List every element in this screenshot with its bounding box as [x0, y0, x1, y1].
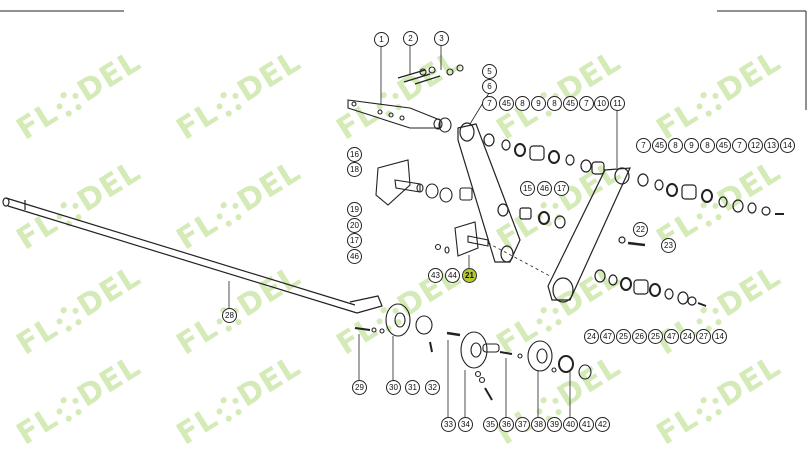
part-callout-3[interactable]: 3 — [434, 31, 449, 46]
part-callout-36[interactable]: 36 — [499, 417, 514, 432]
part-callout-21[interactable]: 21 — [462, 268, 477, 283]
part-callout-33[interactable]: 33 — [441, 417, 456, 432]
part-callout-8[interactable]: 8 — [515, 96, 530, 111]
bearing-row-lower — [594, 269, 707, 307]
part-callout-47[interactable]: 47 — [664, 329, 679, 344]
part-callout-41[interactable]: 41 — [579, 417, 594, 432]
part-callout-8[interactable]: 8 — [547, 96, 562, 111]
part-callout-20[interactable]: 20 — [347, 218, 362, 233]
part-callout-7[interactable]: 7 — [579, 96, 594, 111]
part-callout-27[interactable]: 27 — [696, 329, 711, 344]
part-callout-11[interactable]: 11 — [610, 96, 625, 111]
part-callout-26[interactable]: 26 — [632, 329, 647, 344]
part-callout-40[interactable]: 40 — [563, 417, 578, 432]
part-callout-18[interactable]: 18 — [347, 162, 362, 177]
part-callout-29[interactable]: 29 — [352, 380, 367, 395]
bracket-1 — [347, 45, 464, 133]
part-callout-9[interactable]: 9 — [684, 138, 699, 153]
shaft-28 — [2, 197, 383, 314]
part-callout-14[interactable]: 14 — [780, 138, 795, 153]
part-callout-25[interactable]: 25 — [648, 329, 663, 344]
plate-18 — [375, 159, 473, 206]
part-callout-38[interactable]: 38 — [531, 417, 546, 432]
part-callout-37[interactable]: 37 — [515, 417, 530, 432]
part-callout-24[interactable]: 24 — [680, 329, 695, 344]
part-callout-46[interactable]: 46 — [537, 181, 552, 196]
part-callout-12[interactable]: 12 — [748, 138, 763, 153]
part-callout-39[interactable]: 39 — [547, 417, 562, 432]
part-callout-43[interactable]: 43 — [428, 268, 443, 283]
part-callout-30[interactable]: 30 — [386, 380, 401, 395]
part-callout-23[interactable]: 23 — [661, 238, 676, 253]
part-callout-28[interactable]: 28 — [222, 308, 237, 323]
part-callout-7[interactable]: 7 — [482, 96, 497, 111]
part-callout-6[interactable]: 6 — [482, 79, 497, 94]
part-callout-45[interactable]: 45 — [499, 96, 514, 111]
part-callout-19[interactable]: 19 — [347, 202, 362, 217]
part-callout-46[interactable]: 46 — [347, 249, 362, 264]
part-callout-17[interactable]: 17 — [347, 233, 362, 248]
part-callout-31[interactable]: 31 — [405, 380, 420, 395]
part-callout-25[interactable]: 25 — [616, 329, 631, 344]
washers-15-46-17 — [519, 207, 646, 247]
part-callout-13[interactable]: 13 — [764, 138, 779, 153]
bearing-row-upper — [483, 133, 605, 175]
part-callout-44[interactable]: 44 — [445, 268, 460, 283]
hub-assembly — [354, 303, 592, 417]
part-callout-32[interactable]: 32 — [425, 380, 440, 395]
part-callout-7[interactable]: 7 — [636, 138, 651, 153]
bearing-row-right — [637, 173, 784, 216]
part-callout-7[interactable]: 7 — [732, 138, 747, 153]
part-callout-45[interactable]: 45 — [716, 138, 731, 153]
part-callout-8[interactable]: 8 — [700, 138, 715, 153]
part-callout-42[interactable]: 42 — [595, 417, 610, 432]
part-callout-1[interactable]: 1 — [374, 32, 389, 47]
part-callout-35[interactable]: 35 — [483, 417, 498, 432]
part-callout-47[interactable]: 47 — [600, 329, 615, 344]
link-arm-6 — [457, 92, 521, 263]
part-callout-16[interactable]: 16 — [347, 147, 362, 162]
part-callout-15[interactable]: 15 — [520, 181, 535, 196]
part-callout-2[interactable]: 2 — [403, 31, 418, 46]
part-callout-9[interactable]: 9 — [531, 96, 546, 111]
part-callout-45[interactable]: 45 — [563, 96, 578, 111]
part-callout-24[interactable]: 24 — [584, 329, 599, 344]
part-callout-17[interactable]: 17 — [554, 181, 569, 196]
link-arm-11 — [547, 110, 631, 303]
plate-21 — [434, 221, 551, 277]
part-callout-10[interactable]: 10 — [594, 96, 609, 111]
part-callout-34[interactable]: 34 — [458, 417, 473, 432]
part-callout-45[interactable]: 45 — [652, 138, 667, 153]
part-callout-5[interactable]: 5 — [482, 64, 497, 79]
part-callout-8[interactable]: 8 — [668, 138, 683, 153]
part-callout-14[interactable]: 14 — [712, 329, 727, 344]
part-callout-22[interactable]: 22 — [633, 222, 648, 237]
